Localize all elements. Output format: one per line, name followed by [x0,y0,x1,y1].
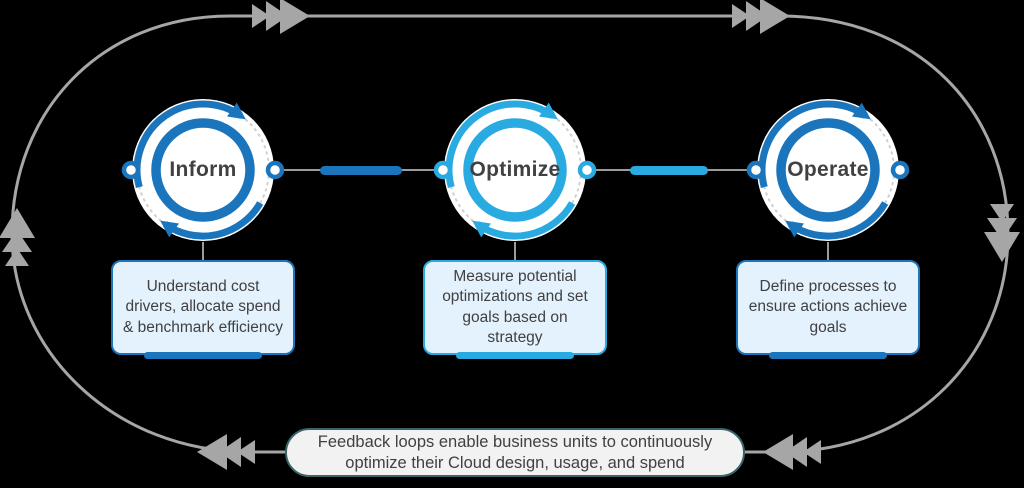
triple-chevron-down-icon [984,204,1020,262]
cycle-arrowhead-icon [472,220,491,238]
optimize-cycle-icon [433,99,597,241]
operate-description-box: Define processes to ensure actions achie… [736,260,920,355]
triple-chevron-right-icon [252,0,310,34]
node-dot [433,160,453,180]
stage-title: Inform [169,158,237,181]
cycle-arc-bottom [788,201,889,240]
cycle-arrowhead-icon [227,102,246,120]
stage-to-box-stub [827,242,829,260]
cycle-arrowhead-icon [785,220,804,238]
cycle-arrowhead-icon [852,102,871,120]
node-dot [265,160,285,180]
stage-description: Define processes to ensure actions achie… [748,278,908,336]
inform-cycle-icon [121,99,285,241]
triple-chevron-left-icon [763,434,821,470]
node-dot [746,160,766,180]
box-accent-bar [456,352,574,359]
stage-description: Measure potential optimizations and set … [442,268,588,346]
connector-bar [630,165,708,175]
cycle-arc-bottom [475,201,576,240]
cycle-arrowhead-icon [539,102,558,120]
feedback-note-pill: Feedback loops enable business units to … [285,428,745,477]
stage-inform: Inform [113,80,293,260]
inner-ring [151,118,255,222]
node-dot [890,160,910,180]
node-dot [577,160,597,180]
stage-to-box-stub [202,242,204,260]
triple-chevron-up-icon [0,208,35,266]
inner-ring [776,118,880,222]
cycle-arc-bottom [163,201,264,240]
stage-to-box-stub [514,242,516,260]
triple-chevron-right-icon [732,0,790,34]
node-dot [121,160,141,180]
box-accent-bar [144,352,262,359]
stage-title: Operate [787,158,869,181]
box-accent-bar [769,352,887,359]
optimize-description-box: Measure potential optimizations and set … [423,260,607,355]
inform-description-box: Understand cost drivers, allocate spend … [111,260,295,355]
cycle-arrowhead-icon [160,220,179,238]
operate-cycle-icon [746,99,910,241]
triple-chevron-left-icon [197,434,255,470]
feedback-note-text: Feedback loops enable business units to … [317,432,713,472]
stage-optimize: Optimize [425,80,605,260]
stage-operate: Operate [738,80,918,260]
stage-title: Optimize [469,158,561,181]
inner-ring [463,118,567,222]
connector-bar [320,165,402,175]
stage-description: Understand cost drivers, allocate spend … [123,278,283,336]
